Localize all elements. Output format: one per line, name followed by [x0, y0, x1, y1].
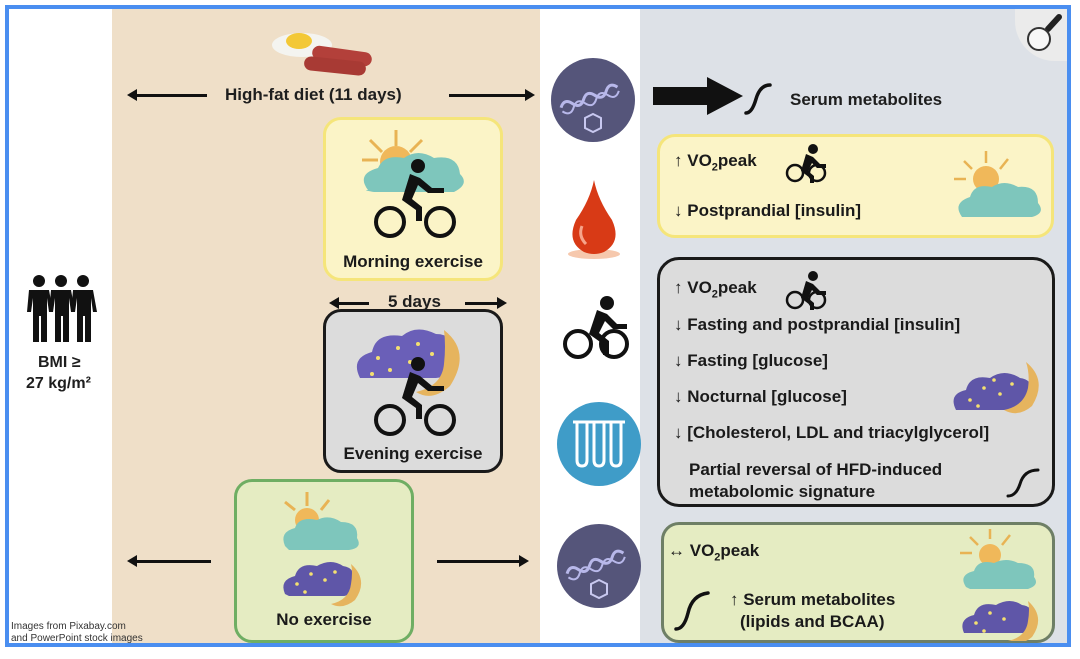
cyclist-icon: [785, 144, 827, 183]
no-exercise-label: No exercise: [276, 610, 372, 629]
result-serum-metabolites-detail: (lipids and BCAA): [740, 612, 885, 631]
credit-line-1: Images from Pixabay.com: [11, 621, 126, 632]
duration-arrow-left: [329, 297, 369, 309]
test-tubes-icon: [557, 402, 641, 486]
diet-arrow-left: [127, 89, 207, 101]
duration-arrow-right: [465, 297, 507, 309]
cyclist-icon: [563, 296, 629, 359]
result-vo2peak-up: ↑ VO2peak: [674, 278, 757, 301]
sun-and-moon-cloud-icon: [283, 492, 362, 607]
no-exercise-results-box: ↔ VO2peak ↑ Serum metabolites (lipids an…: [661, 522, 1055, 643]
result-serum-metabolites-up: ↑ Serum metabolites: [730, 590, 896, 609]
evening-cyclist-icon: [356, 329, 460, 436]
bmi-label: BMI ≥: [38, 354, 81, 371]
duration-label: 5 days: [388, 292, 441, 311]
people-group-icon: [27, 275, 97, 342]
noex-arrow-right: [437, 555, 529, 567]
dna-molecule-icon: [551, 58, 635, 142]
noex-arrow-left: [127, 555, 211, 567]
evening-exercise-label: Evening exercise: [343, 444, 483, 463]
magnifier-icon: [1027, 14, 1062, 51]
sigmoid-curve-icon: [674, 591, 710, 631]
result-postprandial-insulin-down: ↓ Postprandial [insulin]: [674, 201, 862, 220]
zoom-button[interactable]: [1015, 9, 1067, 61]
sun-and-moon-cloud-icon: [960, 529, 1038, 641]
result-metabolomic-note-line1: Partial reversal of HFD-induced: [689, 460, 943, 479]
image-credit: Images from Pixabay.com and PowerPoint s…: [11, 621, 143, 644]
blood-drop-icon: [568, 180, 620, 259]
moon-cloud-icon: [953, 362, 1039, 414]
no-exercise-box: No exercise: [234, 479, 414, 643]
evening-results-box: ↑ VO2peak ↓ Fasting and postprandial [in…: [657, 257, 1055, 507]
morning-results-box: ↑ VO2peak ↓ Postprandial [insulin]: [657, 134, 1054, 238]
result-fasting-glucose-down: ↓ Fasting [glucose]: [674, 351, 828, 370]
diet-arrow-right: [449, 89, 535, 101]
dna-molecule-icon: [557, 524, 641, 608]
result-lipids-down: ↓ [Cholesterol, LDL and triacylglycerol]: [674, 423, 990, 442]
bmi-value: 27 kg/m²: [26, 375, 91, 392]
result-nocturnal-glucose-down: ↓ Nocturnal [glucose]: [674, 387, 847, 406]
high-fat-diet-label: High-fat diet (11 days): [225, 85, 402, 104]
serum-metabolites-label: Serum metabolites: [790, 90, 943, 109]
result-vo2peak-unchanged: ↔ VO2peak: [668, 541, 760, 564]
big-arrow-icon: [653, 77, 743, 115]
credit-line-2: and PowerPoint stock images: [11, 633, 143, 644]
sigmoid-curve-icon: [744, 83, 772, 115]
result-vo2peak-up: ↑ VO2peak: [674, 151, 757, 174]
result-fasting-postprandial-insulin-down: ↓ Fasting and postprandial [insulin]: [674, 315, 961, 334]
result-metabolomic-note-line2: metabolomic signature: [689, 482, 876, 501]
cyclist-icon: [785, 271, 827, 310]
morning-exercise-box: Morning exercise: [323, 117, 503, 281]
morning-exercise-label: Morning exercise: [343, 252, 483, 271]
high-fat-food-icon: [272, 33, 372, 76]
evening-exercise-box: Evening exercise: [323, 309, 503, 473]
morning-cyclist-icon: [362, 130, 464, 238]
diagram-frame: BMI ≥ 27 kg/m² High-fat diet (11 days) M…: [5, 5, 1071, 647]
sun-cloud-icon: [954, 151, 1041, 217]
sigmoid-curve-icon: [1006, 468, 1040, 498]
